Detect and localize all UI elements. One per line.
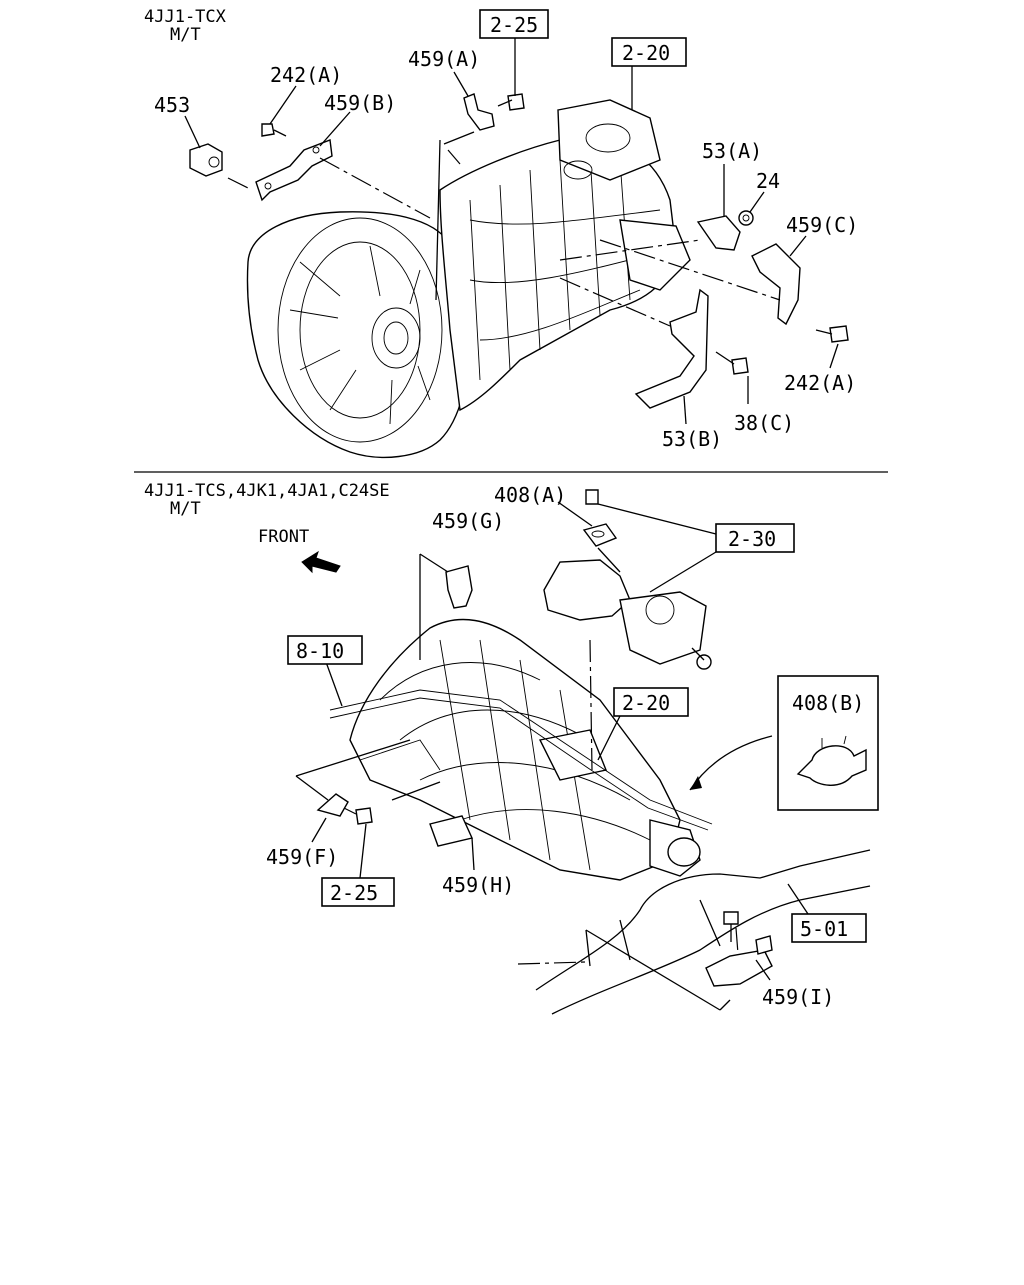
label-459a: 459(A) bbox=[408, 47, 480, 71]
ref-8-10: 8-10 bbox=[296, 639, 344, 663]
ref-2-25-bottom: 2-25 bbox=[330, 881, 378, 905]
nut-24 bbox=[738, 210, 754, 226]
detail-inset-408b bbox=[777, 675, 879, 811]
detail-pointer bbox=[689, 735, 773, 791]
bolt-2-25-bottom bbox=[355, 807, 373, 825]
ref-box-2-30 bbox=[715, 523, 795, 553]
ref-5-01: 5-01 bbox=[800, 917, 848, 941]
bottom-engine-label: 4JJ1-TCS,4JK1,4JA1,C24SE bbox=[144, 481, 390, 501]
front-arrow-icon bbox=[301, 550, 341, 574]
label-38c: 38(C) bbox=[734, 411, 794, 435]
label-408b: 408(B) bbox=[792, 691, 864, 715]
bracket-53b bbox=[634, 288, 709, 409]
ref-box-2-25-bottom bbox=[321, 877, 395, 907]
bolt-242a-top-left bbox=[261, 123, 287, 137]
bolt-408a-top bbox=[585, 489, 599, 505]
transmission-assembly-bottom bbox=[329, 618, 713, 881]
label-459i: 459(I) bbox=[762, 985, 834, 1009]
bracket-459a bbox=[463, 93, 495, 131]
ref-2-20-bottom: 2-20 bbox=[622, 691, 670, 715]
bracket-459f bbox=[316, 793, 349, 817]
ref-box-8-10 bbox=[287, 635, 363, 665]
ref-box-2-20-top bbox=[611, 37, 687, 67]
bracket-459g bbox=[445, 565, 473, 609]
label-459g: 459(G) bbox=[432, 509, 504, 533]
shift-lever-assembly bbox=[543, 559, 712, 670]
front-label: FRONT bbox=[258, 527, 309, 547]
label-242a-right: 242(A) bbox=[784, 371, 856, 395]
label-459f: 459(F) bbox=[266, 845, 338, 869]
ref-2-25-top: 2-25 bbox=[490, 13, 538, 37]
bolt-242a-right bbox=[815, 325, 849, 343]
bracket-459c bbox=[751, 243, 801, 326]
label-242a-top: 242(A) bbox=[270, 63, 342, 87]
frame-crossmember bbox=[535, 849, 871, 1015]
label-459b: 459(B) bbox=[324, 91, 396, 115]
label-53b: 53(B) bbox=[662, 427, 722, 451]
clamp-408b bbox=[796, 735, 867, 786]
ref-box-2-25-top bbox=[479, 9, 549, 39]
label-459c: 459(C) bbox=[786, 213, 858, 237]
bracket-459i bbox=[705, 935, 773, 987]
bolt-459i bbox=[723, 911, 739, 942]
bolt-38c bbox=[715, 351, 749, 375]
ref-2-20-top: 2-20 bbox=[622, 41, 670, 65]
bottom-transmission-label: M/T bbox=[170, 499, 201, 519]
bracket-53a bbox=[696, 215, 741, 251]
label-408a: 408(A) bbox=[494, 483, 566, 507]
ref-2-30: 2-30 bbox=[728, 527, 776, 551]
clip-408a bbox=[582, 523, 618, 547]
label-53a: 53(A) bbox=[702, 139, 762, 163]
ref-box-5-01 bbox=[791, 913, 867, 943]
label-453: 453 bbox=[154, 93, 190, 117]
label-459h: 459(H) bbox=[442, 873, 514, 897]
top-transmission-label: M/T bbox=[170, 25, 201, 45]
label-24: 24 bbox=[756, 169, 780, 193]
bolt-2-25-top bbox=[497, 93, 525, 111]
transmission-assembly-top bbox=[246, 99, 691, 458]
clip-453 bbox=[189, 143, 223, 177]
detail-pointer-arrow-icon bbox=[690, 776, 702, 790]
bracket-459b bbox=[255, 139, 333, 202]
top-engine-label: 4JJ1-TCX bbox=[144, 7, 227, 27]
ref-box-2-20-bottom bbox=[613, 687, 689, 717]
